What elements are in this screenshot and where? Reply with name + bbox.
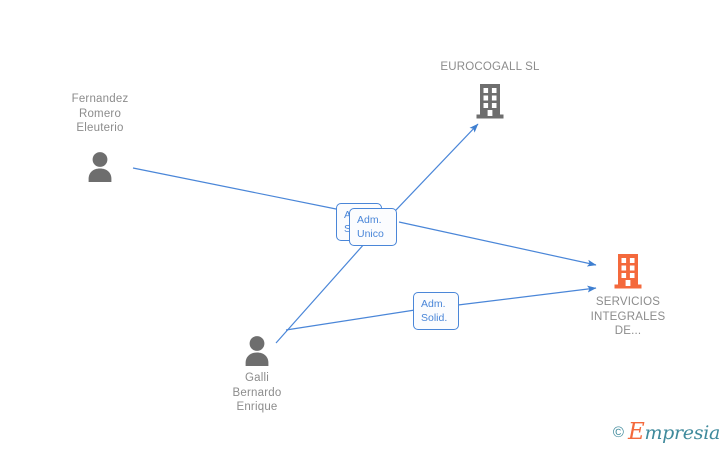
node-label-eurocogall: EUROCOGALL SL xyxy=(440,61,540,73)
empresia-logo: Empresia xyxy=(628,421,720,444)
node-label-galli: Galli Bernardo Enrique xyxy=(232,372,282,413)
edge-adm-to-servicios-upper xyxy=(398,221,597,267)
edge-adm-solid-to-servicios-lower xyxy=(457,285,597,306)
relation-label-adm-solid-lower[interactable]: Adm. Solid. xyxy=(413,292,459,330)
node-label-servicios: SERVICIOS INTEGRALES DE... xyxy=(590,296,666,337)
building-icon xyxy=(611,253,645,293)
building-icon xyxy=(473,83,507,123)
empresia-logo-rest: mpresia xyxy=(644,422,720,444)
edge-galli-to-adm-solid-lower xyxy=(285,309,416,331)
edge-galli-to-adm-unico xyxy=(275,242,366,344)
edge-fernandez-to-adm-solid xyxy=(132,167,342,211)
empresia-watermark: © Empresia xyxy=(613,421,720,444)
person-icon xyxy=(240,334,274,368)
node-label-fernandez: Fernandez Romero Eleuterio xyxy=(71,93,129,134)
empresia-logo-lead: E xyxy=(627,419,645,445)
relation-label-adm-unico[interactable]: Adm. Unico xyxy=(349,208,397,246)
copyright-icon: © xyxy=(612,424,624,441)
person-icon xyxy=(83,150,117,184)
